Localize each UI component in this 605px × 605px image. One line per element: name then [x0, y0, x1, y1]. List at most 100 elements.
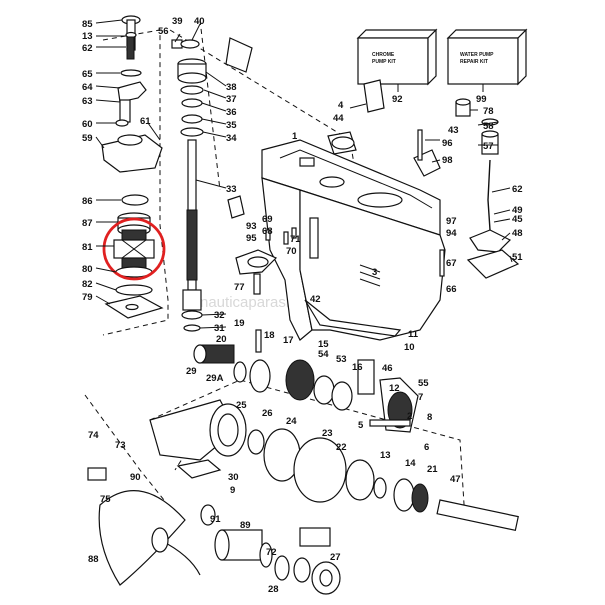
impeller	[113, 229, 155, 269]
callout-72: 72	[266, 547, 277, 558]
callout-1: 1	[292, 131, 298, 142]
kit-box-water-pump-repair: WATER PUMP REPAIR KIT 99	[446, 28, 528, 105]
callout-82: 82	[82, 279, 93, 290]
callout-89: 89	[240, 520, 251, 531]
callout-38: 38	[226, 82, 237, 93]
callout-95: 95	[246, 233, 257, 244]
callout-7: 7	[418, 392, 423, 403]
callout-43: 43	[448, 125, 459, 136]
callout-63: 63	[82, 96, 93, 107]
callout-93: 93	[246, 221, 257, 232]
callout-2: 2	[407, 411, 412, 422]
callout-68: 68	[262, 226, 273, 237]
callout-18: 18	[264, 330, 275, 341]
lower-gear-train	[87, 359, 519, 595]
callout-85: 85	[82, 19, 93, 30]
callout-73: 73	[115, 440, 126, 451]
callout-28: 28	[268, 584, 279, 595]
callout-11: 11	[408, 329, 419, 340]
callout-64: 64	[82, 82, 93, 93]
callout-12: 12	[389, 383, 400, 394]
kit-chrome-line2: PUMP KIT	[372, 59, 396, 65]
callout-57: 57	[483, 141, 494, 152]
callout-45: 45	[512, 214, 523, 225]
callout-94: 94	[446, 228, 457, 239]
callout-17: 17	[283, 335, 294, 346]
callout-80: 80	[82, 264, 93, 275]
callout-48: 48	[512, 228, 523, 239]
callout-numbers: 85 13 62 65 64 63 60 59 61 86 87 81 80 8…	[82, 16, 523, 595]
callout-61: 61	[140, 116, 151, 127]
propeller	[98, 490, 201, 586]
callout-62: 62	[82, 43, 93, 54]
kit-water-line2: REPAIR KIT	[460, 59, 488, 65]
callout-27: 27	[330, 552, 341, 563]
callout-34: 34	[226, 133, 237, 144]
callout-6: 6	[424, 442, 429, 453]
kit-water-line1: WATER PUMP	[460, 52, 494, 58]
callout-9: 9	[230, 485, 235, 496]
callout-87: 87	[82, 218, 93, 229]
callout-29: 29	[186, 366, 197, 377]
callout-62b: 62	[512, 184, 523, 195]
callout-44: 44	[333, 113, 344, 124]
watermark-text: nauticaparasile.it	[200, 294, 313, 311]
kit-chrome-line1: CHROME	[372, 52, 395, 58]
callout-25: 25	[236, 400, 247, 411]
callout-65: 65	[82, 69, 93, 80]
callout-70: 70	[286, 246, 297, 257]
callout-13: 13	[82, 31, 93, 42]
callout-55: 55	[418, 378, 429, 389]
callout-53: 53	[336, 354, 347, 365]
callout-67: 67	[446, 258, 457, 269]
callout-97: 97	[446, 216, 457, 227]
callout-14: 14	[405, 458, 416, 469]
callout-8: 8	[427, 412, 432, 423]
callout-81: 81	[82, 242, 93, 253]
callout-51: 51	[512, 252, 523, 263]
callout-37: 37	[226, 94, 237, 105]
callout-4: 4	[338, 100, 344, 111]
kit-box-chrome-pump: CHROME PUMP KIT 92	[356, 28, 438, 105]
callout-31: 31	[214, 323, 225, 334]
callout-60: 60	[82, 119, 93, 130]
callout-58: 58	[483, 121, 494, 132]
callout-30: 30	[228, 472, 239, 483]
callout-49: 49	[512, 205, 523, 216]
callout-10: 10	[404, 342, 415, 353]
callout-5: 5	[358, 420, 364, 431]
callout-40: 40	[194, 16, 205, 27]
callout-35: 35	[226, 120, 237, 131]
callout-22: 22	[336, 442, 347, 453]
callout-15: 15	[318, 339, 329, 350]
callout-3: 3	[372, 267, 377, 278]
callout-29A: 29A	[206, 373, 224, 384]
callout-91: 91	[210, 514, 221, 525]
callout-54: 54	[318, 349, 329, 360]
callout-99: 99	[476, 94, 487, 105]
callout-78: 78	[483, 106, 494, 117]
callout-96: 96	[442, 138, 453, 149]
mid-components	[235, 79, 385, 353]
callout-79: 79	[82, 292, 93, 303]
callout-90: 90	[130, 472, 141, 483]
callout-13b: 13	[380, 450, 391, 461]
callout-16: 16	[352, 362, 363, 373]
callout-66: 66	[446, 284, 457, 295]
callout-23: 23	[322, 428, 333, 439]
callout-74: 74	[88, 430, 99, 441]
callout-59: 59	[82, 133, 93, 144]
callout-24: 24	[286, 416, 297, 427]
callout-19: 19	[234, 318, 245, 329]
callout-92: 92	[392, 94, 403, 105]
callout-88: 88	[88, 554, 99, 565]
leader-lines	[95, 19, 513, 329]
callout-86: 86	[82, 196, 93, 207]
callout-77: 77	[234, 282, 245, 293]
callout-20: 20	[216, 334, 227, 345]
callout-56: 56	[158, 26, 169, 37]
impeller-highlight-ring	[102, 217, 166, 281]
callout-32: 32	[214, 310, 225, 321]
callout-75: 75	[100, 494, 111, 505]
